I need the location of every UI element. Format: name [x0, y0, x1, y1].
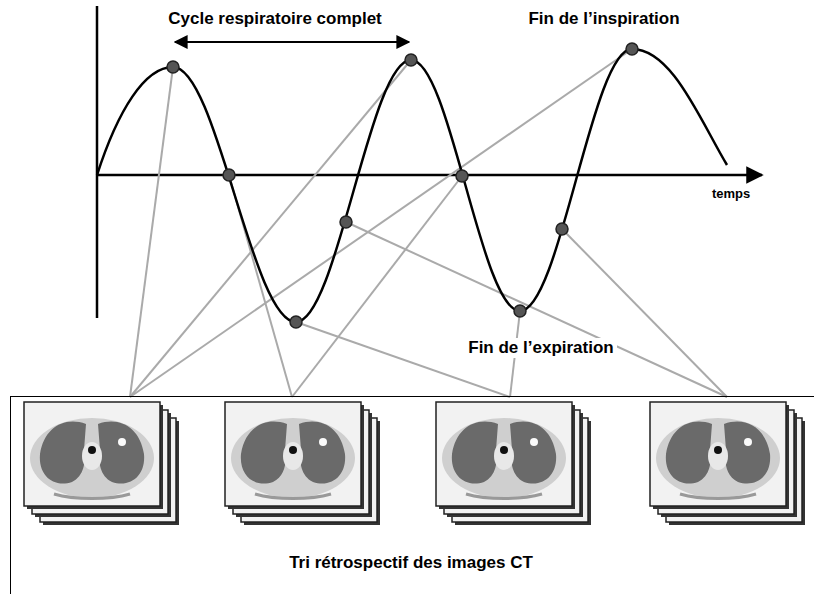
x-axis	[97, 174, 762, 177]
annotation-label: Fin de l’expiration	[465, 338, 616, 358]
cycle-arrow	[175, 41, 409, 43]
image-frame: Tri rétrospectif des images CT	[10, 396, 814, 594]
annotation-label: Cycle respiratoire complet	[168, 9, 382, 29]
y-axis	[96, 6, 99, 318]
frame-caption: Tri rétrospectif des images CT	[289, 553, 533, 573]
phase-dots	[167, 43, 638, 328]
axis-label: temps	[712, 187, 750, 202]
ct-stacks	[24, 402, 805, 525]
sorting-lines	[130, 49, 727, 397]
respiratory-curve	[97, 49, 727, 322]
annotation-label: Fin de l’inspiration	[528, 9, 679, 29]
